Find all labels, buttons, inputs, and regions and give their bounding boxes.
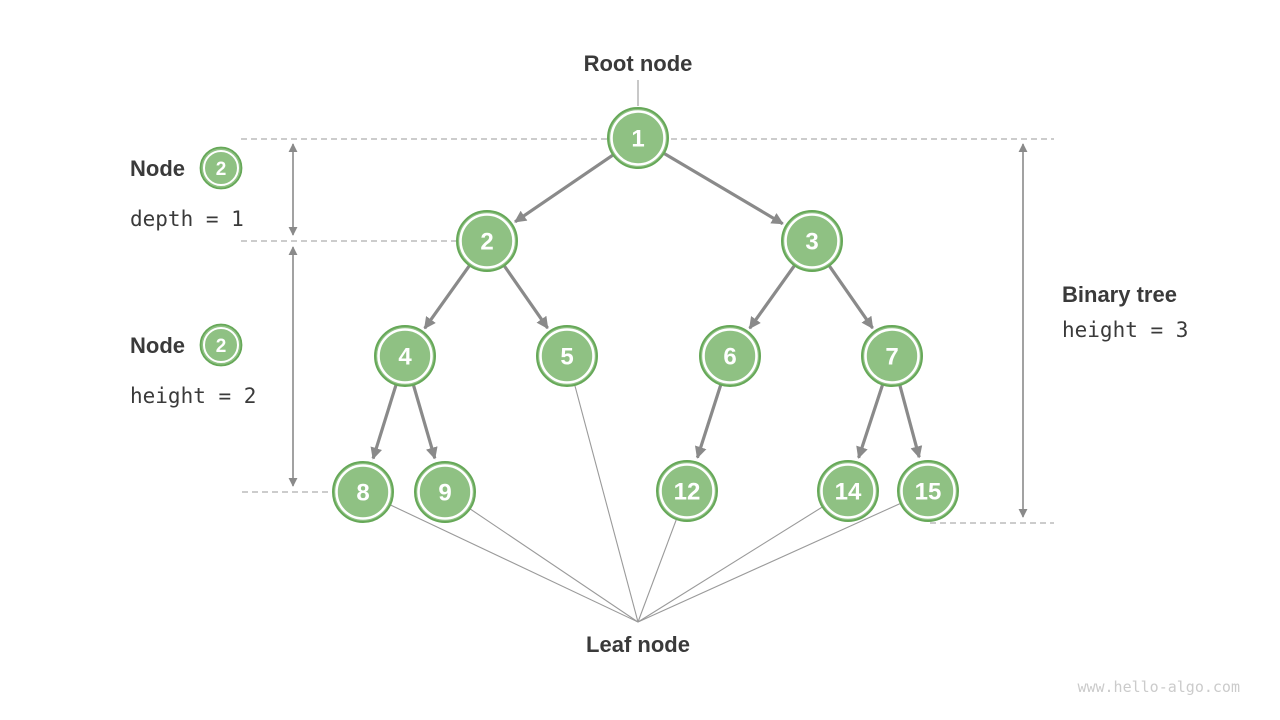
leaf-line-8: [362, 491, 639, 623]
tree-edges: [370, 136, 923, 460]
node-value: 1: [631, 126, 644, 153]
level-guide-lines: [241, 138, 1054, 524]
height-metric: height = 2: [130, 384, 256, 408]
node-value: 12: [674, 479, 701, 506]
height-node-label: Node: [130, 333, 185, 358]
node-value: 7: [885, 344, 898, 371]
leaf-node-label: Leaf node: [586, 632, 690, 657]
tree-node-5: 5: [536, 325, 598, 387]
leaf-line-14: [637, 490, 849, 623]
leaf-line-9: [444, 491, 639, 623]
depth-node-label: Node: [130, 156, 185, 181]
node-value: 5: [560, 344, 573, 371]
depth-annotation: Node 2 depth = 1: [130, 146, 244, 231]
measure-arrows: [288, 143, 1028, 518]
node-value: 9: [438, 480, 451, 507]
leaf-line-15: [637, 490, 929, 623]
tree-node-6: 6: [699, 325, 761, 387]
node-value: 4: [398, 344, 412, 371]
node-value: 6: [723, 344, 736, 371]
root-node-label: Root node: [584, 51, 693, 76]
tree-nodes: 1 2 3 4 5 6 7 8: [332, 107, 959, 523]
depth-node-badge: 2: [199, 146, 243, 190]
tree-node-8: 8: [332, 461, 394, 523]
node-value: 14: [835, 479, 862, 506]
badge-value: 2: [216, 336, 227, 357]
tree-node-9: 9: [414, 461, 476, 523]
node-value: 8: [356, 480, 369, 507]
badge-value: 2: [216, 159, 227, 180]
depth-metric: depth = 1: [130, 207, 244, 231]
binary-tree-label: Binary tree: [1062, 282, 1177, 307]
leaf-line-5: [566, 355, 639, 623]
height-node-badge: 2: [199, 323, 243, 367]
tree-node-7: 7: [861, 325, 923, 387]
watermark: www.hello-algo.com: [1077, 678, 1240, 696]
tree-node-14: 14: [817, 460, 879, 522]
tree-node-12: 12: [656, 460, 718, 522]
height-annotation: Node 2 height = 2: [130, 323, 256, 408]
tree-node-1: 1: [607, 107, 669, 169]
tree-node-2: 2: [456, 210, 518, 272]
node-value: 2: [480, 229, 493, 256]
binary-tree-annotation: Binary tree height = 3: [1062, 282, 1188, 342]
node-value: 15: [915, 479, 942, 506]
tree-node-3: 3: [781, 210, 843, 272]
tree-node-4: 4: [374, 325, 436, 387]
tree-node-15: 15: [897, 460, 959, 522]
node-value: 3: [805, 229, 818, 256]
binary-tree-metric: height = 3: [1062, 318, 1188, 342]
